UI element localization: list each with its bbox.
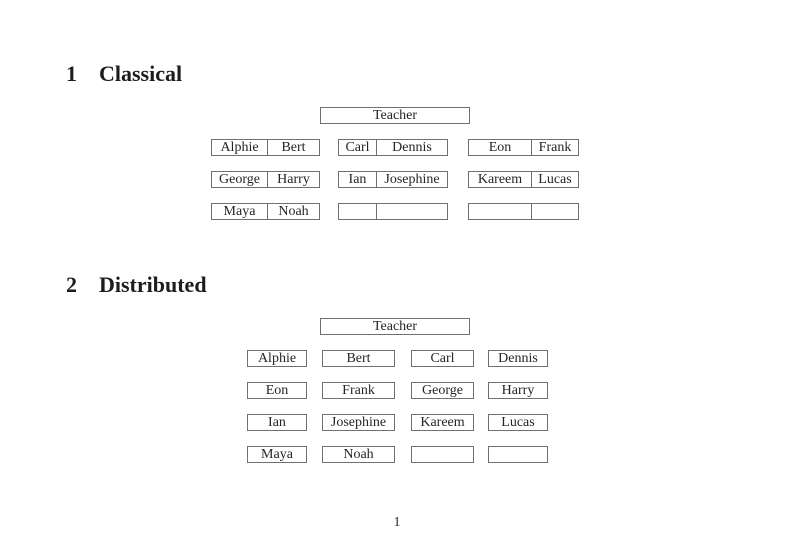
desk: Maya Noah (211, 203, 320, 220)
section-heading-distributed: 2 Distributed (66, 274, 207, 296)
seat: Frank (538, 140, 572, 155)
seat-box: Dennis (488, 350, 548, 367)
teacher-box: Teacher (320, 107, 470, 124)
seat: Eon (469, 140, 532, 155)
section-number: 1 (66, 61, 77, 86)
section-title: Distributed (99, 272, 207, 297)
seat-empty (469, 204, 532, 219)
teacher-box: Teacher (320, 318, 470, 335)
seat: Josephine (384, 172, 440, 187)
seat-box: George (411, 382, 474, 399)
seat-box: Lucas (488, 414, 548, 431)
seat: Noah (278, 204, 309, 219)
desk: Kareem Lucas (468, 171, 579, 188)
seat-box: Noah (322, 446, 395, 463)
seat-box-empty (411, 446, 474, 463)
desk: George Harry (211, 171, 320, 188)
desk: Ian Josephine (338, 171, 448, 188)
seat: Alphie (212, 140, 268, 155)
seat: Kareem (469, 172, 532, 187)
seat-box: Maya (247, 446, 307, 463)
desk-empty (468, 203, 579, 220)
seat: Harry (277, 172, 310, 187)
section-heading-classical: 1 Classical (66, 63, 182, 85)
page-number: 1 (393, 515, 401, 530)
section-number: 2 (66, 272, 77, 297)
seat-empty (339, 204, 377, 219)
desk: Alphie Bert (211, 139, 320, 156)
seat: Carl (339, 140, 377, 155)
desk-empty (338, 203, 448, 220)
desk: Carl Dennis (338, 139, 448, 156)
seat-box: Ian (247, 414, 307, 431)
seat-box: Josephine (322, 414, 395, 431)
seat-box-empty (488, 446, 548, 463)
section-title: Classical (99, 61, 183, 86)
seat-box: Bert (322, 350, 395, 367)
seat-box: Frank (322, 382, 395, 399)
seat-box: Alphie (247, 350, 307, 367)
seat: George (212, 172, 268, 187)
seat: Bert (281, 140, 306, 155)
seat-empty (377, 204, 447, 219)
seat: Lucas (538, 172, 572, 187)
seat: Dennis (392, 140, 432, 155)
seat: Maya (212, 204, 268, 219)
seat-box: Kareem (411, 414, 474, 431)
seat-box: Carl (411, 350, 474, 367)
seat: Ian (339, 172, 377, 187)
seat-empty (532, 204, 578, 219)
seat-box: Harry (488, 382, 548, 399)
desk: Eon Frank (468, 139, 579, 156)
seat-box: Eon (247, 382, 307, 399)
